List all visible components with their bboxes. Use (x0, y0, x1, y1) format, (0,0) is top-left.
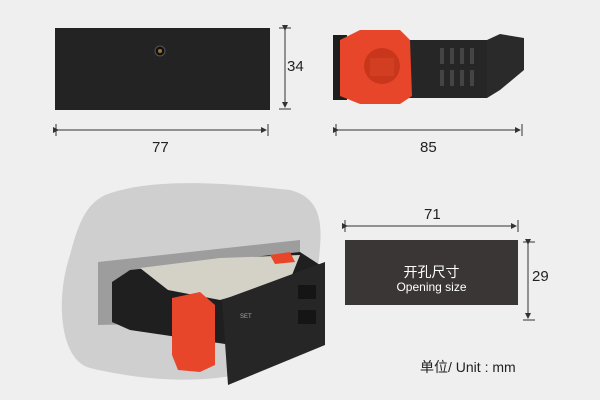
side-view (333, 30, 524, 104)
front-view (55, 28, 270, 110)
width-label-77: 77 (152, 139, 169, 156)
opening-title: 开孔尺寸 (403, 264, 460, 280)
set-button-label: SET (240, 314, 252, 320)
opening-rect (345, 240, 518, 305)
depth-label-85: 85 (420, 139, 437, 156)
opening-subtitle: Opening size (396, 280, 467, 294)
height-label-34: 34 (287, 58, 304, 75)
installed-device-photo: SET (61, 183, 325, 385)
dim-line-85 (333, 124, 523, 136)
dim-line-71 (342, 220, 519, 232)
dim-line-34 (279, 25, 291, 110)
unit-label: 单位/ Unit : mm (420, 359, 516, 375)
dim-line-77 (53, 124, 269, 136)
dim-line-29 (523, 239, 535, 321)
opening-width-label: 71 (424, 206, 441, 223)
opening-height-label: 29 (532, 268, 549, 285)
